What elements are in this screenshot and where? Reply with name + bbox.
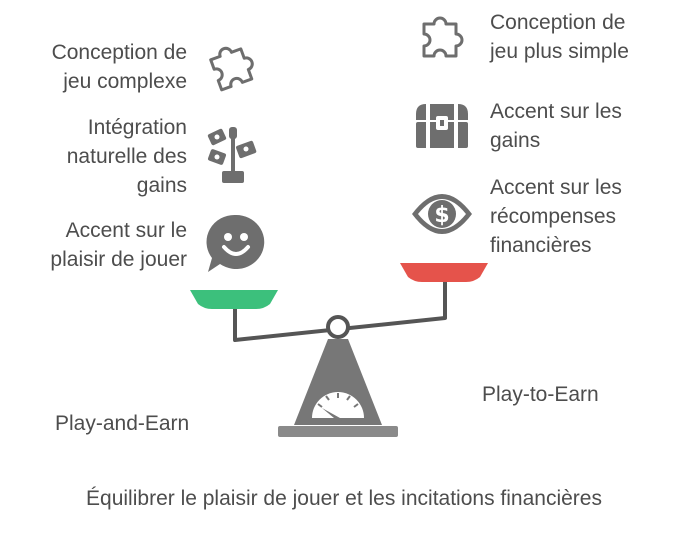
- right-item-gains-focus: Accent sur les gains: [490, 100, 622, 152]
- dollar-eye-icon: $: [412, 194, 472, 234]
- smiley-chat-icon: [206, 214, 265, 272]
- right-item-financial-rewards: Accent sur les récompenses financières: [490, 176, 622, 257]
- puzzle-icon: [422, 16, 464, 58]
- treasure-chest-icon: [416, 104, 468, 148]
- plant-money-icon: [207, 127, 257, 183]
- caption: Équilibrer le plaisir de jouer et les in…: [86, 487, 602, 510]
- right-item-simple-design: Conception de jeu plus simple: [490, 11, 629, 63]
- left-item-complex-design: Conception de jeu complexe: [51, 41, 187, 93]
- left-item-fun-focus: Accent sur le plaisir de jouer: [50, 219, 187, 271]
- puzzle-icon: [209, 46, 254, 92]
- left-item-natural-gains: Intégration naturelle des gains: [66, 116, 187, 197]
- svg-text:$: $: [434, 203, 449, 228]
- play-to-earn-label: Play-to-Earn: [482, 383, 599, 406]
- play-and-earn-label: Play-and-Earn: [55, 412, 190, 435]
- left-pan: [190, 290, 278, 309]
- right-pan: [400, 263, 488, 282]
